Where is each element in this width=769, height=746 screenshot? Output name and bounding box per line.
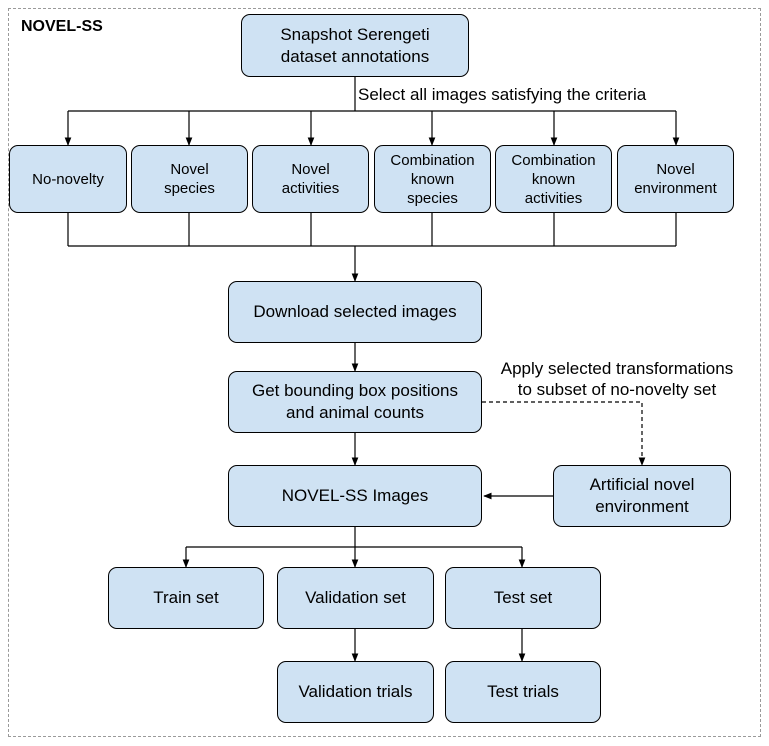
node-novel-activities: Novel activities — [252, 145, 369, 213]
panel-title: NOVEL-SS — [21, 18, 103, 35]
node-test-set: Test set — [445, 567, 601, 629]
label-apply-transformations: Apply selected transformations to subset… — [500, 359, 734, 399]
node-download-selected-images: Download selected images — [228, 281, 482, 343]
node-validation-set: Validation set — [277, 567, 434, 629]
node-artificial-novel-environment: Artificial novel environment — [553, 465, 731, 527]
node-combination-known-species: Combination known species — [374, 145, 491, 213]
node-train-set: Train set — [108, 567, 264, 629]
label-select-criteria: Select all images satisfying the criteri… — [358, 85, 647, 104]
node-no-novelty: No-novelty — [9, 145, 127, 213]
node-novel-ss-images: NOVEL-SS Images — [228, 465, 482, 527]
edge-bbox-artificial — [482, 401, 646, 466]
node-novel-environment: Novel environment — [617, 145, 734, 213]
diagram-frame — [8, 8, 761, 737]
node-combination-known-activities: Combination known activities — [495, 145, 612, 213]
node-annotations: Snapshot Serengeti dataset annotations — [241, 14, 469, 77]
node-bounding-box: Get bounding box positions and animal co… — [228, 371, 482, 433]
node-novel-species: Novel species — [131, 145, 248, 213]
node-validation-trials: Validation trials — [277, 661, 434, 723]
node-test-trials: Test trials — [445, 661, 601, 723]
